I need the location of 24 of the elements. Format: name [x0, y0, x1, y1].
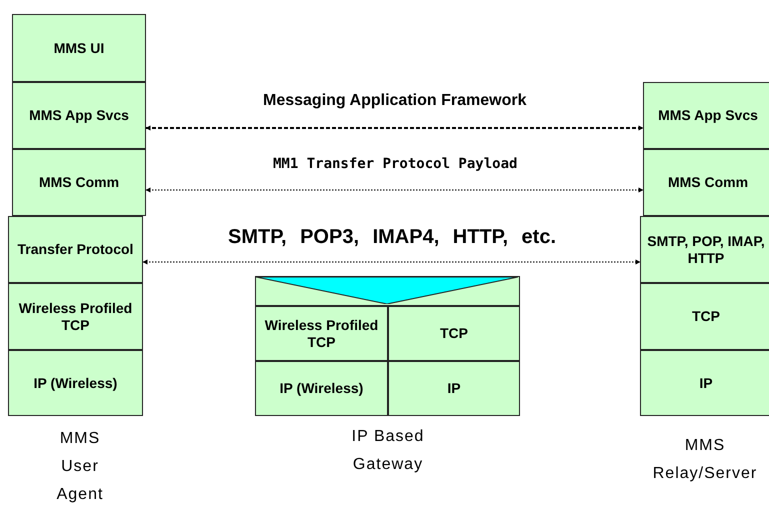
protocol-layer-box: IP	[640, 350, 769, 416]
protocol-layer-box: Transfer Protocol	[8, 216, 143, 283]
protocol-layer-box: SMTP, POP, IMAP, HTTP	[640, 216, 769, 283]
edge-label: Messaging Application Framework	[263, 92, 526, 110]
double-arrow	[146, 188, 644, 192]
protocol-layer-box: MMS UI	[12, 14, 146, 82]
protocol-layer-box: MMS App Svcs	[643, 82, 769, 149]
edge-label: SMTP, POP3, IMAP4, HTTP, etc.	[228, 226, 556, 249]
protocol-layer-box: IP (Wireless)	[8, 350, 143, 416]
protocol-layer-box: Wireless Profiled TCP	[8, 283, 143, 350]
protocol-layer-box: Wireless Profiled TCP	[255, 306, 388, 361]
stack-caption: IP Based Gateway	[350, 427, 426, 475]
protocol-layer-box: MMS App Svcs	[12, 82, 146, 149]
protocol-layer-box: TCP	[640, 283, 769, 350]
protocol-layer-box: TCP	[388, 306, 520, 361]
protocol-layer-box: MMS Comm	[12, 149, 146, 216]
stack-caption: MMS User Agent	[56, 429, 104, 505]
protocol-layer-box: IP	[388, 361, 520, 416]
double-arrow	[142, 260, 640, 264]
protocol-layer-box: IP (Wireless)	[255, 361, 388, 416]
double-arrow	[146, 126, 644, 130]
protocol-layer-box: MMS Comm	[643, 149, 769, 216]
stack-caption: MMS Relay/Server	[652, 436, 758, 484]
edge-label: MM1 Transfer Protocol Payload	[273, 156, 518, 172]
